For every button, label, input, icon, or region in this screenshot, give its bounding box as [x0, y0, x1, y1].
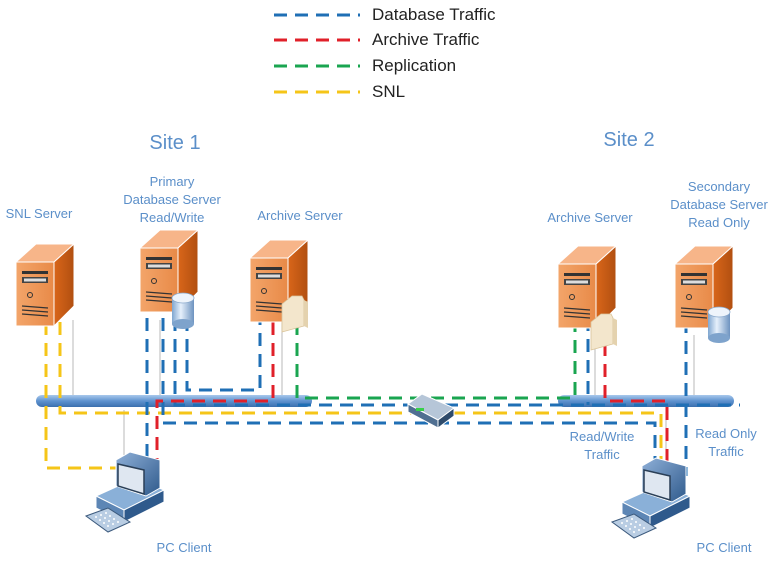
pc-client-site2-label: PC Client: [696, 540, 752, 555]
legend-label-snl: SNL: [372, 82, 406, 101]
snl-server-icon: [15, 243, 75, 327]
legend-label-replication: Replication: [372, 56, 457, 75]
secondary-database-server-label: Secondary Database Server Read Only: [670, 179, 768, 230]
site1-title: Site 1: [149, 132, 201, 154]
archive-traffic-path: [155, 322, 669, 476]
read-only-traffic-label: Read Only Traffic: [695, 426, 757, 459]
wan-router-icon: [407, 393, 455, 429]
pc-client-site1-label: PC Client: [156, 540, 212, 555]
legend-label-archive: Archive Traffic: [372, 30, 480, 49]
pc-client-site2-icon: [611, 457, 691, 539]
archive-server-site1-label: Archive Server: [257, 208, 343, 223]
site2-title: Site 2: [603, 129, 655, 151]
read-write-traffic-label: Read/Write Traffic: [569, 429, 635, 462]
database-icon: [171, 292, 195, 330]
pc-client-site1-icon: [85, 451, 165, 533]
archive-server-site2-label: Archive Server: [547, 210, 633, 225]
snl-server-label: SNL Server: [5, 206, 73, 221]
legend-swatches: [274, 13, 360, 94]
snl-traffic-path: [44, 322, 663, 476]
primary-database-server-label: Primary Database Server Read/Write: [123, 174, 221, 225]
folder-icon: [281, 295, 309, 333]
database-traffic-path: [145, 318, 740, 476]
database-icon: [707, 306, 731, 344]
legend-label-database: Database Traffic: [372, 5, 496, 24]
replication-traffic-path: [295, 318, 577, 400]
folder-icon: [590, 313, 618, 351]
